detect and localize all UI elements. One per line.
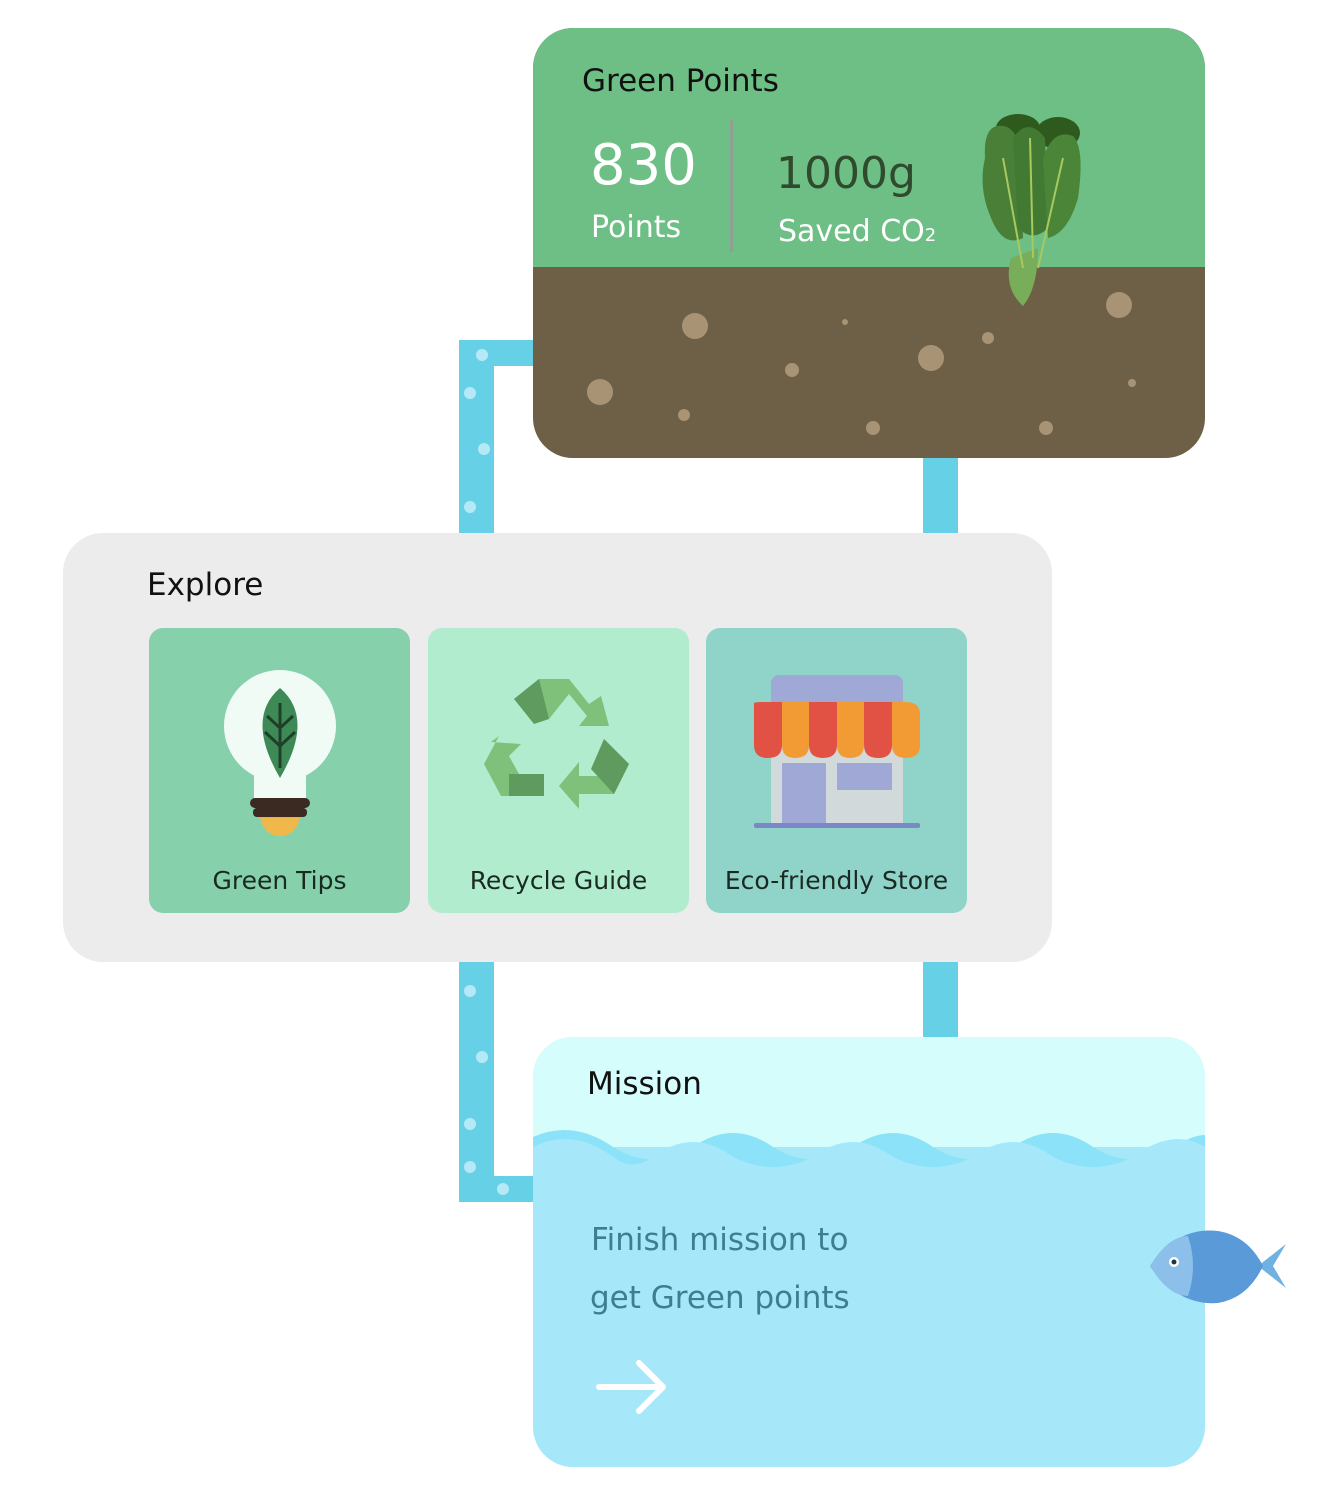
green-points-card[interactable]: Green Points 830 Points 1000g Saved CO2 <box>533 28 1205 458</box>
arrow-right-icon[interactable] <box>595 1359 671 1417</box>
mission-text-line1: Finish mission to <box>591 1222 849 1258</box>
co2-value: 1000g <box>776 148 916 199</box>
divider <box>730 120 733 252</box>
tile-label: Recycle Guide <box>469 866 648 895</box>
tile-recycle-guide[interactable]: Recycle Guide <box>428 628 689 913</box>
lightbulb-leaf-icon <box>223 670 336 836</box>
mission-title: Mission <box>587 1066 702 1102</box>
tile-label: Green Tips <box>212 866 347 895</box>
mission-text-line2: get Green points <box>590 1280 850 1316</box>
explore-title: Explore <box>147 567 264 603</box>
tile-label: Eco-friendly Store <box>724 866 949 895</box>
recycle-icon <box>483 679 629 809</box>
store-icon <box>753 675 920 828</box>
tile-eco-friendly-store[interactable]: Eco-friendly Store <box>706 628 967 913</box>
mission-card[interactable]: Mission Finish mission to get Green poin… <box>533 1037 1205 1467</box>
pipe-connector <box>459 340 539 366</box>
pipe-connector <box>923 960 958 1040</box>
tile-green-tips[interactable]: Green Tips <box>149 628 410 913</box>
points-label: Points <box>591 210 682 245</box>
points-value: 830 <box>590 133 697 198</box>
spinach-soil-illustration <box>587 114 1136 435</box>
explore-panel: Explore Green Tips Recycle Guide <box>63 533 1052 962</box>
wave-illustration <box>533 1129 1205 1187</box>
co2-label: Saved CO2 <box>778 214 937 249</box>
green-points-title: Green Points <box>582 63 779 99</box>
pipe-connector <box>459 340 494 533</box>
fish-illustration <box>1150 1230 1286 1304</box>
pipe-connector <box>459 960 494 1202</box>
